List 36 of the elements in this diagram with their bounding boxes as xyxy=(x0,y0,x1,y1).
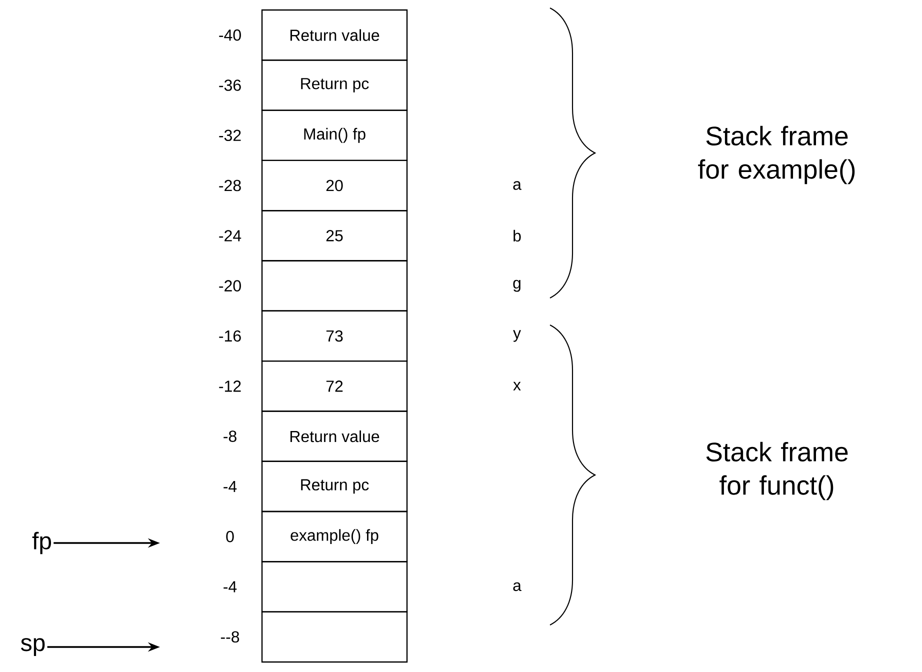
offset-label: -12 xyxy=(219,380,241,392)
offset-label: -16 xyxy=(219,330,241,342)
stack-cell: Return value xyxy=(261,410,408,462)
variable-name: a xyxy=(513,582,522,592)
empty-stack-cell xyxy=(261,611,408,663)
offset-label: -36 xyxy=(219,80,241,91)
offset-label: -28 xyxy=(219,180,241,192)
frame-label: Stack frame for funct() xyxy=(706,442,848,500)
offset-label: -40 xyxy=(219,29,241,41)
offset-label: -20 xyxy=(219,280,241,292)
offset-label: -4 xyxy=(224,480,237,492)
offset-label: -32 xyxy=(219,130,241,142)
offset-label: -8 xyxy=(224,430,236,442)
stack-cell: 73 xyxy=(261,310,408,362)
frame-label: Stack frame for example() xyxy=(698,126,855,184)
stack-cell: example() fp xyxy=(261,510,408,562)
pointer-label: sp xyxy=(21,638,45,656)
pointer-label: fp xyxy=(32,532,51,554)
offset-label: -4 xyxy=(224,581,237,592)
stack-cell: Return pc xyxy=(261,460,408,512)
stack-cell: Return pc xyxy=(261,60,408,111)
offset-label: --8 xyxy=(220,631,240,643)
empty-stack-cell xyxy=(261,561,408,612)
variable-name: b xyxy=(514,230,521,242)
variable-name: a xyxy=(513,181,522,190)
empty-stack-cell xyxy=(261,260,408,312)
variable-name: g xyxy=(513,280,520,292)
stack-cell: 20 xyxy=(261,160,408,212)
stack-cell: Return value xyxy=(261,9,408,61)
variable-name: y xyxy=(513,330,521,342)
offset-label: -24 xyxy=(219,230,242,242)
stack-cell: Main() fp xyxy=(261,110,408,162)
stack-cell: 25 xyxy=(261,210,408,262)
offset-label: 0 xyxy=(226,530,234,542)
variable-name: x xyxy=(513,382,521,390)
stack-cell: 72 xyxy=(261,360,408,412)
